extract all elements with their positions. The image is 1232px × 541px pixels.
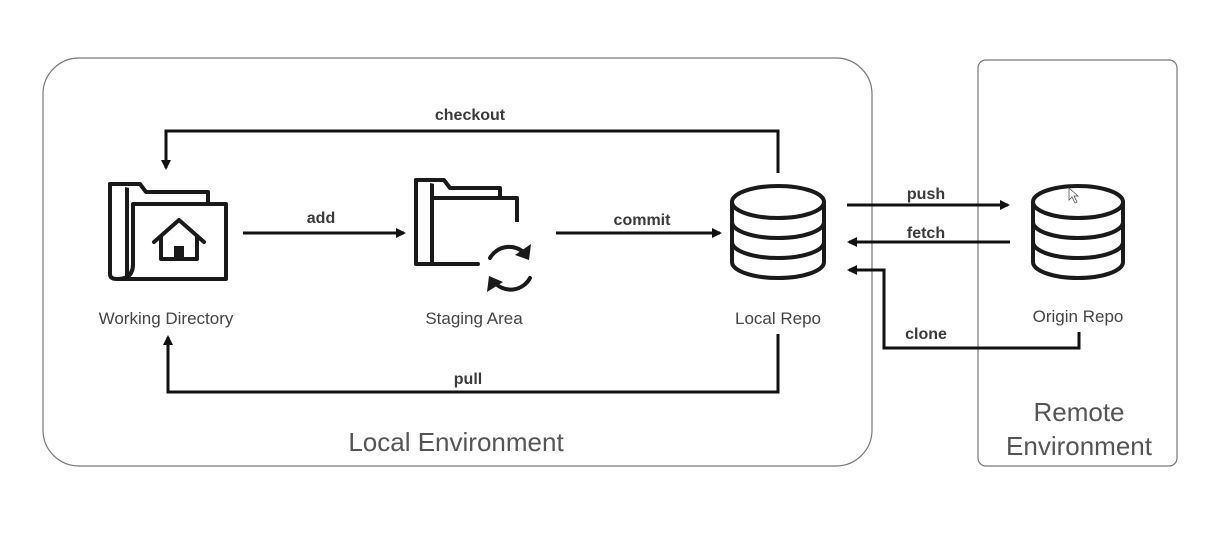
commit-label: commit <box>614 212 672 229</box>
folder-sync-icon <box>414 178 532 292</box>
clone-arrow <box>847 265 1081 350</box>
push-label: push <box>907 186 945 203</box>
checkout-arrow <box>161 129 780 173</box>
local-environment-label: Local Environment <box>348 427 564 457</box>
working-directory-label: Working Directory <box>99 309 234 328</box>
add-label: add <box>307 210 335 227</box>
pull-arrow <box>163 334 780 394</box>
origin-repo-label: Origin Repo <box>1033 307 1124 326</box>
remote-environment-label-line2: Environment <box>1006 431 1153 461</box>
database-icon <box>1031 184 1125 280</box>
folder-home-icon <box>108 182 228 281</box>
mouse-cursor-icon <box>1068 187 1080 204</box>
remote-environment-label-line1: Remote <box>1033 397 1124 427</box>
fetch-label: fetch <box>907 225 945 242</box>
pull-label: pull <box>454 371 482 388</box>
clone-label: clone <box>905 326 947 343</box>
local-repo-label: Local Repo <box>735 309 821 328</box>
checkout-label: checkout <box>435 107 506 124</box>
staging-area-label: Staging Area <box>425 309 523 328</box>
database-icon <box>730 184 826 280</box>
